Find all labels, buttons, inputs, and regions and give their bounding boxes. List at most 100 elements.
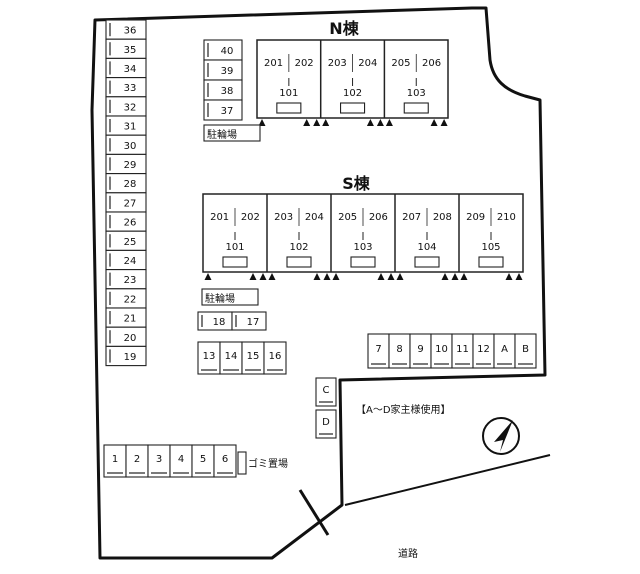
parking-slot-number: 29 bbox=[124, 160, 137, 171]
s_building-unit-door bbox=[414, 256, 440, 268]
parking-slot-number: 3 bbox=[156, 454, 162, 465]
bicycle-parking-box-n bbox=[203, 124, 261, 142]
parking-slot-number: 1 bbox=[112, 454, 118, 465]
property-boundary bbox=[90, 6, 547, 560]
parking-slot: 20 bbox=[105, 326, 147, 347]
parking-slot: 11 bbox=[451, 333, 474, 369]
parking-slot-outline bbox=[213, 444, 237, 478]
n_building-unit-upper-left: 205 bbox=[391, 58, 410, 69]
parking-slot: A bbox=[493, 333, 516, 369]
s_building-unit-lower: 105 bbox=[481, 242, 500, 253]
parking-slot: 18 bbox=[197, 311, 233, 331]
parking-slot-number: 32 bbox=[124, 102, 137, 113]
s_building-entrance-marker bbox=[323, 273, 331, 280]
parking-slot: 40 bbox=[203, 39, 243, 61]
parking-slot: 5 bbox=[191, 444, 215, 478]
n_building-entrance-marker bbox=[376, 119, 384, 126]
s_building-unit-block: 209 210 105 bbox=[458, 194, 523, 280]
parking-slot-number: 37 bbox=[221, 106, 234, 117]
parking-slot-number: 7 bbox=[375, 344, 381, 355]
s_building-entrance-marker bbox=[204, 273, 212, 280]
s_building-unit-upper-left: 203 bbox=[274, 212, 293, 223]
s_building-unit-upper-left: 207 bbox=[402, 212, 421, 223]
parking-slot-number: 9 bbox=[417, 344, 423, 355]
owner-use-note: 【A～D家主様使用】 bbox=[356, 403, 451, 416]
parking-slot: 30 bbox=[105, 134, 147, 155]
bicycle-parking-label-s: 駐輪場 bbox=[205, 292, 235, 305]
parking-slot-number: 16 bbox=[269, 351, 282, 362]
parking-slot: 26 bbox=[105, 211, 147, 232]
s_building-unit-upper-left: 209 bbox=[466, 212, 485, 223]
parking-slot-number: 17 bbox=[247, 317, 260, 328]
parking-slot: 31 bbox=[105, 115, 147, 136]
parking-slot: 19 bbox=[105, 345, 147, 367]
s-building-title: S棟 bbox=[342, 174, 371, 193]
parking-slot-number: 21 bbox=[124, 314, 137, 325]
n_building-unit-door bbox=[403, 102, 429, 114]
parking-slot-number: 23 bbox=[124, 275, 137, 286]
s_building-entrance-marker bbox=[268, 273, 276, 280]
parking-slot: 15 bbox=[241, 341, 265, 375]
parking-slot: 10 bbox=[430, 333, 453, 369]
parking-slot: 35 bbox=[105, 38, 147, 59]
n_building-entrance-marker bbox=[366, 119, 374, 126]
s_building-entrance-marker bbox=[451, 273, 459, 280]
parking-slot-number: 38 bbox=[221, 86, 234, 97]
garbage-area-box bbox=[237, 451, 247, 475]
parking-slot-number: 31 bbox=[124, 122, 137, 133]
parking-slot-number: 35 bbox=[124, 45, 137, 56]
parking-slot-outline bbox=[514, 333, 537, 369]
parking-slot-number: 10 bbox=[435, 344, 448, 355]
parking-slot-number: 12 bbox=[477, 344, 490, 355]
n_building-unit-door bbox=[276, 102, 302, 114]
s_building-unit-upper-right: 208 bbox=[433, 212, 452, 223]
s_building-unit-upper-left: 205 bbox=[338, 212, 357, 223]
n_building-entrance-marker bbox=[258, 119, 266, 126]
parking-cd-stack: CD bbox=[315, 377, 337, 439]
parking-slot: 39 bbox=[203, 59, 243, 81]
parking-slot: 21 bbox=[105, 307, 147, 328]
parking-slot-outline bbox=[263, 341, 287, 375]
garbage-label: ゴミ置場 bbox=[248, 457, 288, 470]
parking-slot-number: 33 bbox=[124, 83, 137, 94]
parking-slot: 28 bbox=[105, 173, 147, 194]
n_building-unit-lower: 102 bbox=[343, 88, 362, 99]
s_building-entrance-marker bbox=[332, 273, 340, 280]
s_building-unit-upper-right: 204 bbox=[305, 212, 324, 223]
parking-slot-number: 20 bbox=[124, 333, 137, 344]
n_building-unit-door bbox=[339, 102, 366, 114]
parking-slot-number: 28 bbox=[124, 179, 137, 190]
parking-slot: 22 bbox=[105, 288, 147, 309]
s_building-entrance-marker bbox=[259, 273, 267, 280]
n_building-unit-lower: 103 bbox=[407, 88, 426, 99]
parking-slot: 25 bbox=[105, 230, 147, 251]
road-edge-line bbox=[344, 454, 551, 506]
parking-slot-number: 5 bbox=[200, 454, 206, 465]
parking-slot-number: 25 bbox=[124, 237, 137, 248]
s_building-entrance-marker bbox=[396, 273, 404, 280]
parking-slot: 27 bbox=[105, 192, 147, 213]
parking-slot: 14 bbox=[219, 341, 243, 375]
parking-slot-outline bbox=[105, 345, 147, 367]
parking-slot-number: 27 bbox=[124, 198, 137, 209]
n_building-entrance-marker bbox=[385, 119, 393, 126]
s_building-entrance-marker bbox=[249, 273, 257, 280]
parking-slot: 9 bbox=[409, 333, 432, 369]
s_building-entrance-marker bbox=[515, 273, 523, 280]
s_building-unit-upper-right: 210 bbox=[497, 212, 516, 223]
parking-slot-number: 15 bbox=[247, 351, 260, 362]
parking-slot-number: C bbox=[323, 385, 330, 396]
s_building-unit-upper-right: 206 bbox=[369, 212, 388, 223]
parking-slot-number: 14 bbox=[225, 351, 238, 362]
s_building-unit-door bbox=[350, 256, 376, 268]
n_building-unit-upper-right: 204 bbox=[358, 58, 377, 69]
